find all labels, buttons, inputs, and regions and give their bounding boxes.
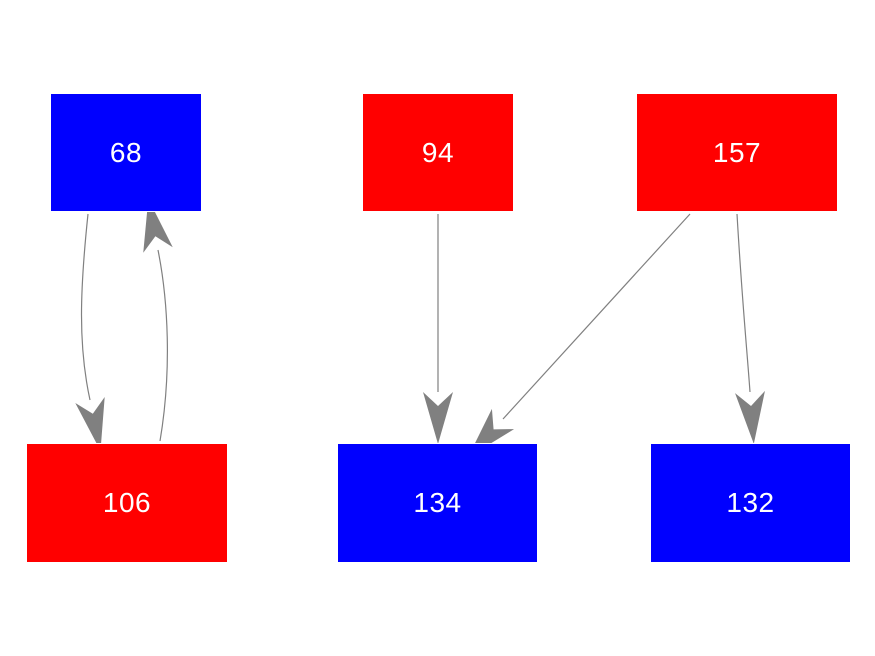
- node-label: 106: [102, 487, 152, 518]
- graph-node-134[interactable]: 134: [337, 443, 538, 563]
- graph-node-132[interactable]: 132: [650, 443, 851, 563]
- node-label: 157: [712, 136, 762, 168]
- node-label: 134: [413, 487, 462, 518]
- edge-arrowhead: [423, 392, 453, 444]
- node-label: 68: [109, 136, 143, 168]
- graph-edge-157-to-132: [735, 213, 765, 444]
- graph-edge-106-to-68: [143, 198, 173, 442]
- graph-node-157[interactable]: 157: [636, 93, 838, 212]
- edge-line: [80, 213, 91, 401]
- edge-line: [157, 249, 168, 442]
- graph-edge-157-to-134: [467, 213, 691, 458]
- graph-edge-68-to-106: [75, 213, 105, 451]
- node-label: 132: [726, 487, 775, 518]
- edge-line: [502, 213, 691, 420]
- graph-edge-94-to-134: [423, 214, 453, 444]
- edge-line: [736, 213, 751, 393]
- graph-node-68[interactable]: 68: [50, 93, 202, 212]
- node-label: 94: [421, 136, 455, 168]
- graph-node-106[interactable]: 106: [26, 443, 228, 563]
- edge-arrowhead: [735, 390, 765, 444]
- graph-node-94[interactable]: 94: [362, 93, 514, 212]
